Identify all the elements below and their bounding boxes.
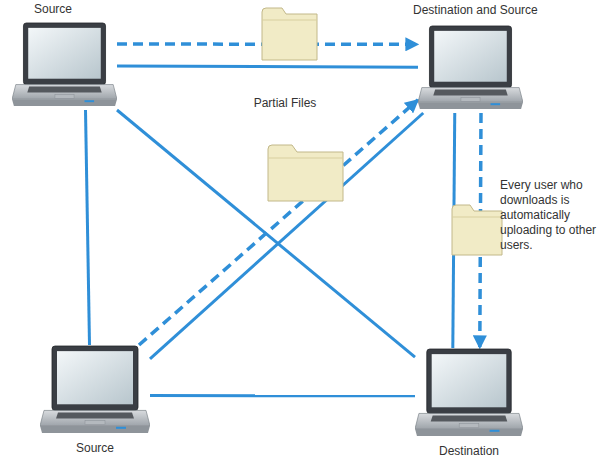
network-link bbox=[150, 113, 423, 359]
laptop-node: Source bbox=[40, 345, 150, 437]
files-label: Partial Files bbox=[248, 96, 322, 111]
node-label: Destination and Source bbox=[413, 3, 538, 17]
laptop-illustration bbox=[415, 348, 523, 440]
network-link bbox=[117, 66, 418, 67]
network-link bbox=[86, 110, 90, 345]
transfer-arrow bbox=[139, 100, 418, 345]
network-link bbox=[150, 394, 415, 397]
node-label: Source bbox=[76, 441, 114, 455]
laptop-illustration bbox=[12, 22, 117, 110]
laptop-node: Source bbox=[12, 22, 117, 110]
laptop-illustration bbox=[40, 345, 150, 437]
laptop-illustration bbox=[418, 25, 523, 113]
folder-icon bbox=[452, 205, 502, 255]
laptop-node: Destination and Source bbox=[418, 25, 523, 113]
laptop-node: Destination bbox=[415, 348, 523, 440]
node-label: Source bbox=[34, 2, 72, 16]
note-text: Every user who downloads is automaticall… bbox=[500, 178, 608, 253]
folder-icon bbox=[268, 145, 343, 201]
folder-icon bbox=[262, 8, 317, 60]
node-label: Destination bbox=[439, 444, 499, 458]
